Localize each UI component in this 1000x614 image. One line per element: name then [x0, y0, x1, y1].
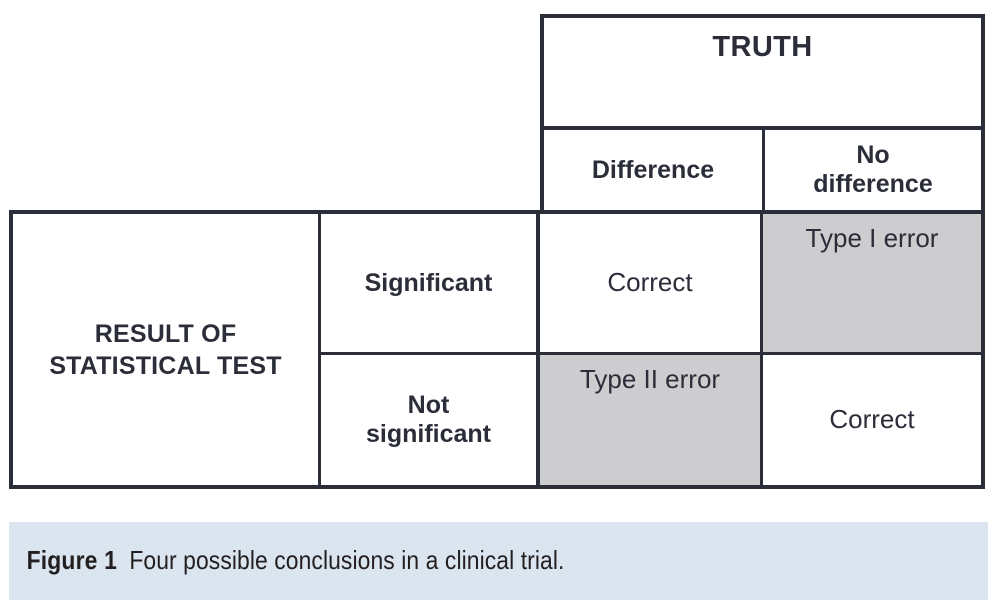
cell-significant-no-difference-label: Type I error — [805, 223, 939, 253]
column-group-header-cell: TRUTH — [540, 14, 985, 130]
figure-caption-band: Figure 1 Four possible conclusions in a c… — [9, 522, 988, 600]
row-group-header-label: RESULT OF STATISTICAL TEST — [49, 319, 282, 380]
cell-significant-difference: Correct — [540, 214, 763, 352]
row-header-significant-label: Significant — [364, 268, 493, 297]
cell-not-significant-no-difference-label: Correct — [829, 404, 915, 435]
row-group-header-cell: RESULT OF STATISTICAL TEST — [13, 214, 321, 485]
cell-not-significant-difference-label: Type II error — [579, 364, 721, 394]
figure-caption-text: Four possible conclusions in a clinical … — [129, 545, 565, 576]
cell-not-significant-no-difference: Correct — [763, 355, 981, 485]
cell-not-significant-difference: Type II error — [540, 355, 763, 485]
cell-significant-difference-label: Correct — [607, 267, 693, 298]
cell-significant-no-difference: Type I error — [763, 214, 981, 352]
row-header-significant: Significant — [321, 214, 540, 352]
column-header-difference: Difference — [544, 130, 765, 210]
column-group-header-label: TRUTH — [712, 31, 813, 63]
figure-caption-label: Figure 1 — [26, 545, 118, 576]
table-body: RESULT OF STATISTICAL TEST Significant C… — [9, 210, 985, 489]
figure-caption: Figure 1 Four possible conclusions in a c… — [9, 545, 565, 576]
table-row: Significant Correct Type I error — [321, 214, 981, 355]
column-header-difference-label: Difference — [591, 155, 715, 184]
